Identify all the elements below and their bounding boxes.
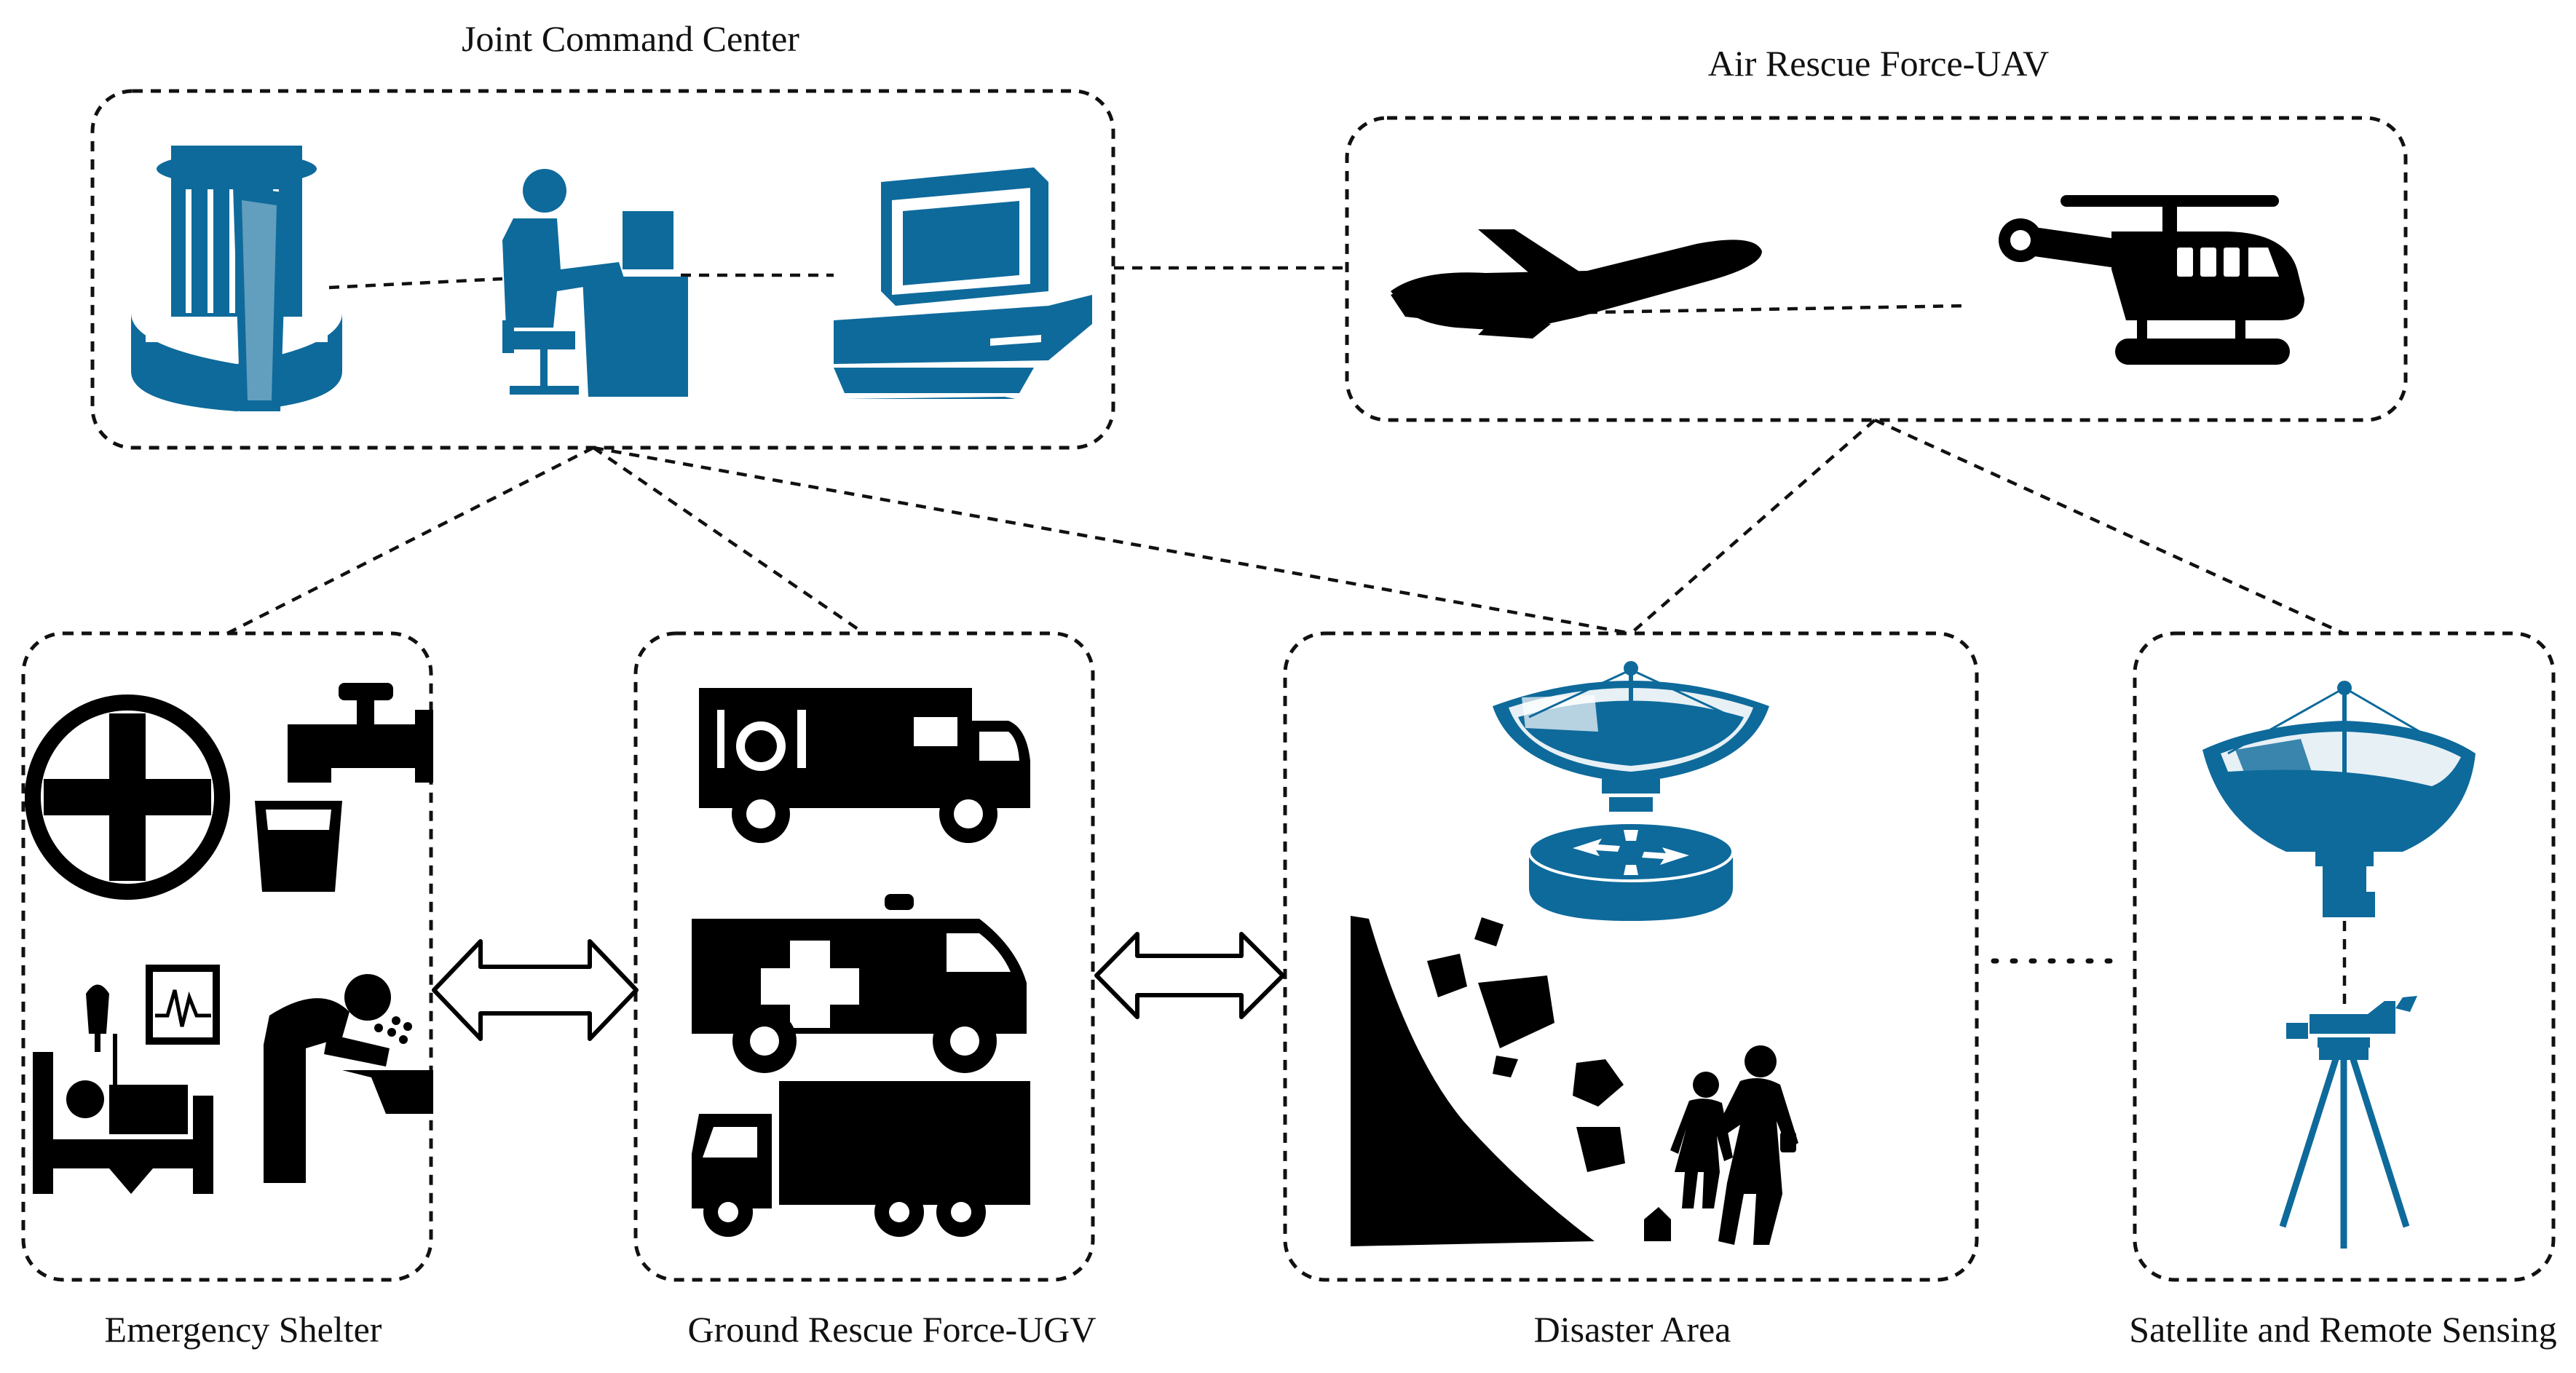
link-air-disaster (1629, 419, 1876, 635)
label-command-center: Joint Command Center (462, 18, 799, 59)
food-truck-icon (699, 688, 1030, 843)
medical-cross-icon (25, 695, 230, 900)
vital-monitor-icon (146, 965, 220, 1045)
label-ground-rescue: Ground Rescue Force-UGV (688, 1309, 1097, 1350)
computer-terminal-icon (834, 167, 1092, 399)
label-emergency-shelter: Emergency Shelter (105, 1309, 382, 1350)
link-command-disaster (593, 446, 1632, 636)
operator-workstation-icon (502, 169, 688, 397)
link-command-shelter (226, 446, 595, 636)
command-center-box (90, 89, 1115, 450)
satellite-dish-icon (2202, 681, 2476, 917)
double-arrow-shelter-ground (432, 939, 639, 1041)
evacuees-icon (1670, 1045, 1798, 1245)
link-airplane-helicopter (1550, 304, 1967, 315)
server-tower-icon (131, 146, 342, 411)
link-command-ground (592, 446, 866, 635)
label-disaster-area: Disaster Area (1534, 1309, 1731, 1350)
cargo-truck-icon (692, 1081, 1030, 1237)
label-satellite: Satellite and Remote Sensing (2129, 1309, 2556, 1350)
remote-sensing-camera-icon (2279, 996, 2417, 1249)
drinking-fountain-icon (264, 974, 433, 1183)
router-icon (1528, 821, 1734, 921)
link-server-operator (328, 277, 503, 290)
disaster-area-box (1283, 631, 1979, 1282)
connection-lines (226, 266, 2347, 1005)
satellite-box (2133, 631, 2556, 1282)
air-rescue-box (1345, 116, 2408, 422)
ambulance-icon (692, 894, 1027, 1073)
link-air-satellite (1874, 418, 2344, 636)
hospital-bed-icon (33, 984, 213, 1194)
satellite-dish-icon (1493, 661, 1769, 812)
double-arrow-ground-disaster (1094, 932, 1285, 1019)
water-tap-icon (255, 683, 433, 892)
airplane-icon (1391, 229, 1762, 339)
landslide-icon (1351, 916, 1671, 1246)
label-air-rescue: Air Rescue Force-UAV (1708, 43, 2049, 84)
helicopter-icon (1999, 195, 2304, 365)
